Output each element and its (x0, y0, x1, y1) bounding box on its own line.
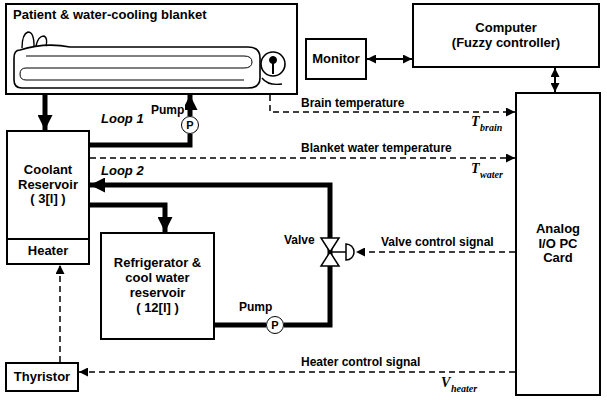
node-text: Analog I/O PC Card (531, 222, 585, 267)
computer-box: Computer(Fuzzy controller) (412, 3, 600, 68)
valve-symbol (321, 238, 354, 266)
signal-symbol: T (470, 114, 481, 129)
valve-control-line (356, 251, 515, 253)
node-text: Monitor (312, 52, 360, 67)
node-text: Refrigerator & cool water reservoir (106, 256, 209, 301)
signal-label: Blanket water temperature (300, 142, 453, 155)
reservoir-box: Coolant Reservoir( 3[l] ) (6, 130, 90, 240)
signal-label: Brain temperature (300, 97, 405, 110)
pump-symbol: P (266, 316, 284, 334)
signal-symbol: T (470, 161, 481, 176)
signal-line (270, 95, 515, 112)
part-label: Valve (283, 234, 316, 247)
node-text: Patient & water-cooling blanket (13, 8, 207, 23)
data-link (367, 58, 412, 60)
refrigerator-box: Refrigerator & cool water reservoir( 12[… (100, 232, 215, 340)
signal-line (90, 157, 515, 159)
pump-symbol: P (181, 116, 199, 134)
coolant-pipe (90, 205, 165, 232)
signal-subscript: water (479, 169, 504, 180)
signal-symbol: V (440, 375, 451, 390)
part-label: Pump (238, 301, 273, 314)
signal-line (79, 371, 515, 373)
signal-subscript: brain (479, 122, 503, 133)
heater-box: Heater (6, 238, 90, 265)
node-text: Coolant Reservoir (12, 163, 84, 193)
node-text: ( 3[l] ) (30, 192, 65, 207)
coolant-pipe (215, 323, 266, 328)
node-text: Heater (28, 244, 68, 259)
part-label: Valve control signal (380, 236, 495, 249)
data-link (554, 68, 556, 92)
signal-label: Heater control signal (300, 356, 421, 369)
node-text: Computer (475, 21, 536, 36)
patient-illustration (14, 32, 285, 88)
node-text: ( 12[l] ) (136, 301, 179, 316)
node-text: Thyristor (14, 370, 70, 385)
loop-label: Loop 1 (100, 112, 145, 126)
coolant-pipe (188, 95, 193, 116)
signal-line (59, 265, 61, 362)
coolant-pipe (90, 134, 190, 145)
coolant-pipe (43, 95, 48, 130)
node-text: (Fuzzy controller) (452, 36, 560, 51)
thyristor-box: Thyristor (5, 362, 79, 392)
part-label: Pump (150, 104, 185, 117)
signal-subscript: heater (450, 383, 478, 394)
io-card-box: Analog I/O PC Card (515, 92, 601, 396)
blanket-box: Patient & water-cooling blanket (5, 3, 298, 95)
monitor-box: Monitor (305, 38, 367, 80)
loop-label: Loop 2 (100, 164, 145, 178)
node-text: P (271, 319, 278, 332)
node-text: P (186, 119, 193, 132)
